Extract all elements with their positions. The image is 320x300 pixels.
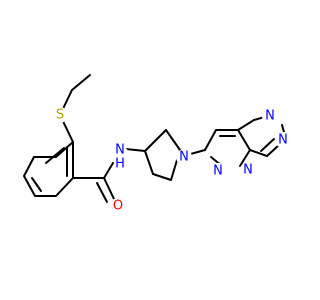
- atom-amide-hydrogen-label: H: [115, 157, 125, 172]
- bond-carbonyl-o-1: [103, 177, 115, 200]
- atom-triazole-n1: N: [262, 108, 278, 124]
- bond-benzene-inner-1: [45, 147, 65, 164]
- atom-pyrrolidine-nitrogen-label: N: [179, 150, 189, 165]
- bond-benzene-3: [23, 156, 35, 177]
- bond-nh-ring: [125, 148, 146, 152]
- bond-benzene-4: [23, 175, 36, 197]
- atom-pyrrolidine-nitrogen: N: [176, 149, 192, 165]
- atom-amide-nitrogen-label: N: [115, 143, 125, 158]
- bond-triazole-3: [249, 149, 268, 157]
- bond-benzene-6: [55, 177, 74, 197]
- canvas-background: [0, 0, 300, 300]
- bond-benzene-inner-2: [31, 177, 42, 192]
- bond-triazole-1: [237, 119, 255, 131]
- atom-oxygen-label: O: [113, 199, 123, 214]
- bond-pyrrolidine-2: [165, 129, 181, 151]
- bond-pyrrolidine-1: [144, 129, 167, 152]
- bond-triazole-5: [260, 138, 275, 152]
- bond-pyrrolidine-4: [152, 173, 172, 181]
- bond-triazole-4: [266, 144, 280, 157]
- bond-carbonyl-n: [103, 162, 114, 179]
- atom-triazole-n2: N: [275, 132, 291, 148]
- bond-pyridazine-1: [204, 129, 217, 151]
- bond-carbonyl-o-2: [96, 182, 108, 203]
- atom-bridge-nitrogen: N: [240, 162, 256, 178]
- atom-bridge-nitrogen-label: N: [243, 163, 253, 178]
- atom-sulfur-label: S: [56, 108, 64, 123]
- atom-amide-nitrogen: N H: [111, 143, 129, 172]
- bond-ethyl-cc: [71, 74, 91, 91]
- bond-pyrrolidine-5: [144, 150, 154, 175]
- atom-oxygen: O: [110, 198, 126, 214]
- atom-triazole-n2-label: N: [278, 133, 288, 148]
- bond-pyridazine-3: [237, 129, 251, 151]
- atom-pyridazine-nitrogen: N: [210, 163, 226, 179]
- atom-triazole-n1-label: N: [265, 109, 275, 124]
- bond-triazole-6: [281, 124, 285, 133]
- molecule-structure: S O N H N N N N N: [0, 0, 300, 300]
- atom-pyridazine-nitrogen-label: N: [213, 164, 223, 179]
- bond-pyridazine-4: [239, 149, 251, 167]
- bond-benzene-1: [55, 141, 74, 158]
- atom-sulfur: S: [52, 107, 68, 123]
